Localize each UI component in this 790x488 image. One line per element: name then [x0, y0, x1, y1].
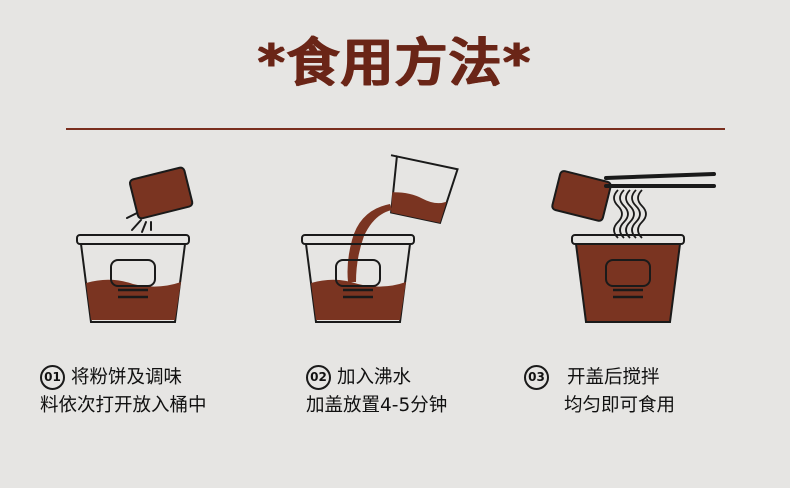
step-number-badge: 03	[524, 365, 549, 390]
step-text-line1: 加入沸水	[337, 367, 412, 388]
step-text-line2: 加盖放置4-5分钟	[306, 395, 448, 416]
step-3: 03 开盖后搅拌 均匀即可食用	[524, 364, 675, 420]
step-2: 02 加入沸水 加盖放置4-5分钟	[306, 364, 447, 420]
step-text-line1: 将粉饼及调味	[71, 367, 183, 388]
step-1: 01 将粉饼及调味 料依次打开放入桶中	[40, 364, 207, 420]
water-pouring-icon	[301, 154, 459, 323]
step-text-line1: 开盖后搅拌	[567, 367, 660, 388]
step-text-line2: 料依次打开放入桶中	[40, 395, 207, 416]
divider	[66, 128, 725, 130]
step-number-badge: 01	[40, 365, 65, 390]
step-number-badge: 02	[306, 365, 331, 390]
page-title: *食用方法*	[257, 34, 533, 94]
step-text-line2: 均匀即可食用	[564, 395, 676, 416]
chopsticks-noodles-icon	[551, 170, 716, 323]
sauce-packet-pouring-icon	[76, 166, 194, 323]
